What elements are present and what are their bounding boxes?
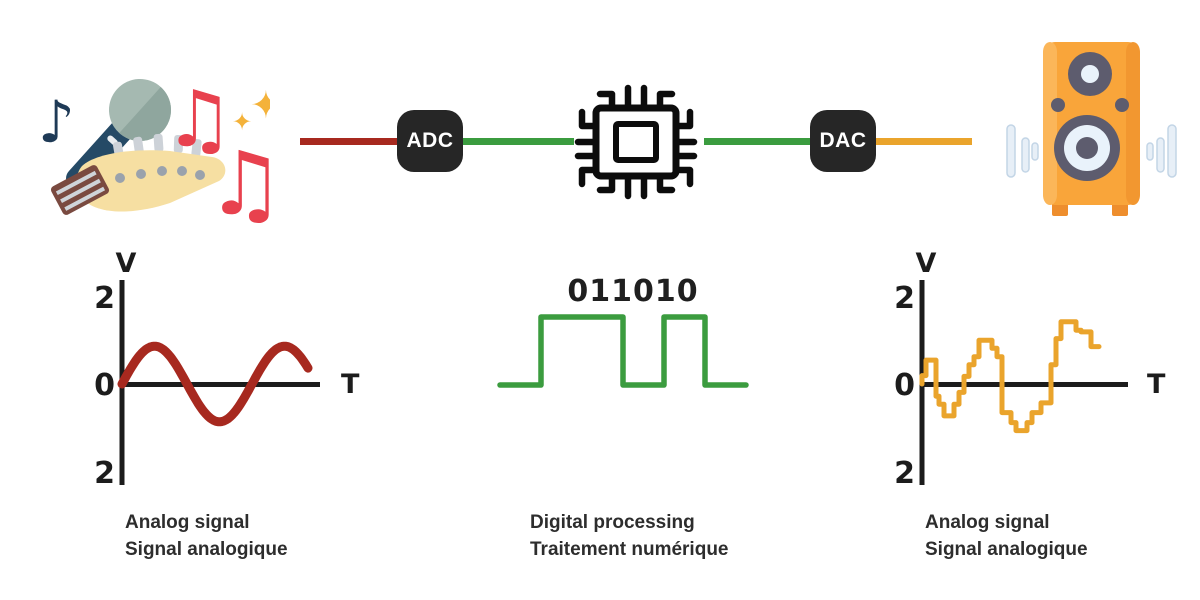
adc-block: ADC (397, 110, 463, 172)
analog-in-graph: V 2 0 2 T (94, 248, 360, 491)
microchip-icon (574, 84, 698, 200)
caption-line-fr: Signal analogique (125, 539, 288, 560)
digital-wire-1 (462, 138, 574, 145)
tick-bottom: 2 (894, 456, 915, 491)
guitar-nut-icon (50, 165, 110, 215)
caption-line-en: Analog signal (125, 512, 250, 533)
v-axis-label: V (116, 248, 137, 279)
sparkle-icon: ✦ (232, 108, 252, 136)
tick-zero: 0 (94, 368, 115, 403)
sound-waves-right-icon (1146, 124, 1177, 178)
guitar-headstock-icon (50, 133, 226, 215)
bits-label: 011010 (567, 274, 698, 309)
analog-out-graph: V 2 0 2 T (894, 248, 1166, 491)
speaker-foot (1052, 202, 1068, 216)
caption-line-en: Digital processing (530, 512, 695, 533)
analog-in-wire (300, 138, 400, 145)
caption-line-fr: Signal analogique (925, 539, 1088, 560)
digital-wave (497, 314, 749, 388)
t-axis-label: T (1147, 369, 1166, 400)
sparkle-icon: ✦ (250, 83, 270, 127)
analog-out-wave (919, 319, 1102, 434)
blue-note-icon: ♪ (38, 88, 75, 156)
caption-digital: Digital processing Traitement numérique (530, 509, 729, 563)
sound-waves-left-icon (1006, 124, 1039, 178)
red-note-icon: ♫ (206, 132, 270, 233)
music-instruments-icon: ♪ (38, 75, 270, 233)
dac-block: DAC (810, 110, 876, 172)
tick-top: 2 (94, 281, 115, 316)
analog-in-wave (117, 341, 313, 427)
adc-label: ADC (406, 129, 454, 152)
v-axis-label: V (916, 248, 937, 279)
tick-zero: 0 (894, 368, 915, 403)
tick-bottom: 2 (94, 456, 115, 491)
t-axis-label: T (341, 369, 360, 400)
digital-graph: 011010 (497, 274, 749, 388)
speaker-icon (1006, 42, 1177, 216)
signal-wires (300, 138, 972, 145)
tick-top: 2 (894, 281, 915, 316)
caption-analog-in: Analog signal Signal analogique (125, 509, 288, 563)
speaker-foot (1112, 202, 1128, 216)
caption-line-fr: Traitement numérique (530, 539, 729, 560)
red-note-icon: ♫ (164, 75, 234, 165)
dac-label: DAC (819, 129, 867, 152)
caption-analog-out: Analog signal Signal analogique (925, 509, 1088, 563)
analog-out-wire (876, 138, 972, 145)
digital-wire-2 (704, 138, 812, 145)
caption-line-en: Analog signal (925, 512, 1050, 533)
